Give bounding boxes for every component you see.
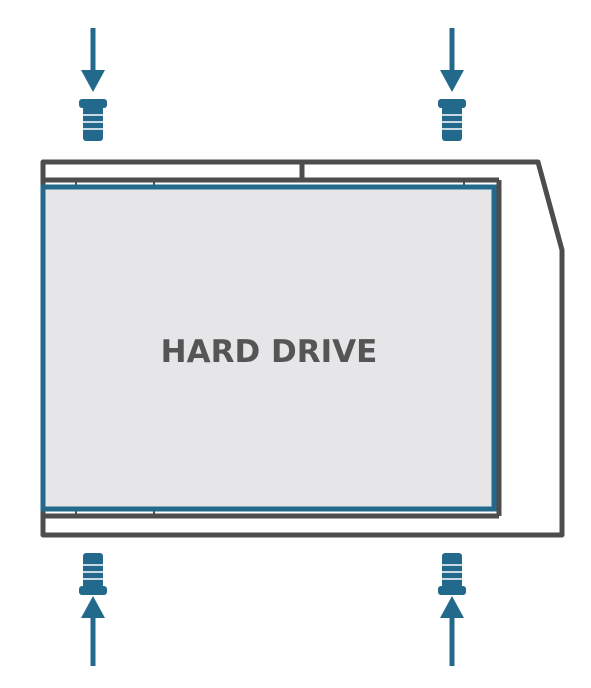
bottom-left-screw-icon: [78, 552, 108, 596]
hard-drive-body: [40, 184, 497, 512]
bottom-right-screw-icon: [437, 552, 467, 596]
hard-drive: HARD DRIVE: [40, 184, 497, 512]
bottom-right-arrow-icon: [440, 596, 464, 666]
top-right-arrow-icon: [440, 28, 464, 92]
top-right-screw-icon: [437, 98, 467, 142]
bottom-left-arrow-icon: [81, 596, 105, 666]
hard-drive-label: HARD DRIVE: [161, 334, 378, 370]
top-left-arrow-icon: [81, 28, 105, 92]
top-left-screw-icon: [78, 98, 108, 142]
